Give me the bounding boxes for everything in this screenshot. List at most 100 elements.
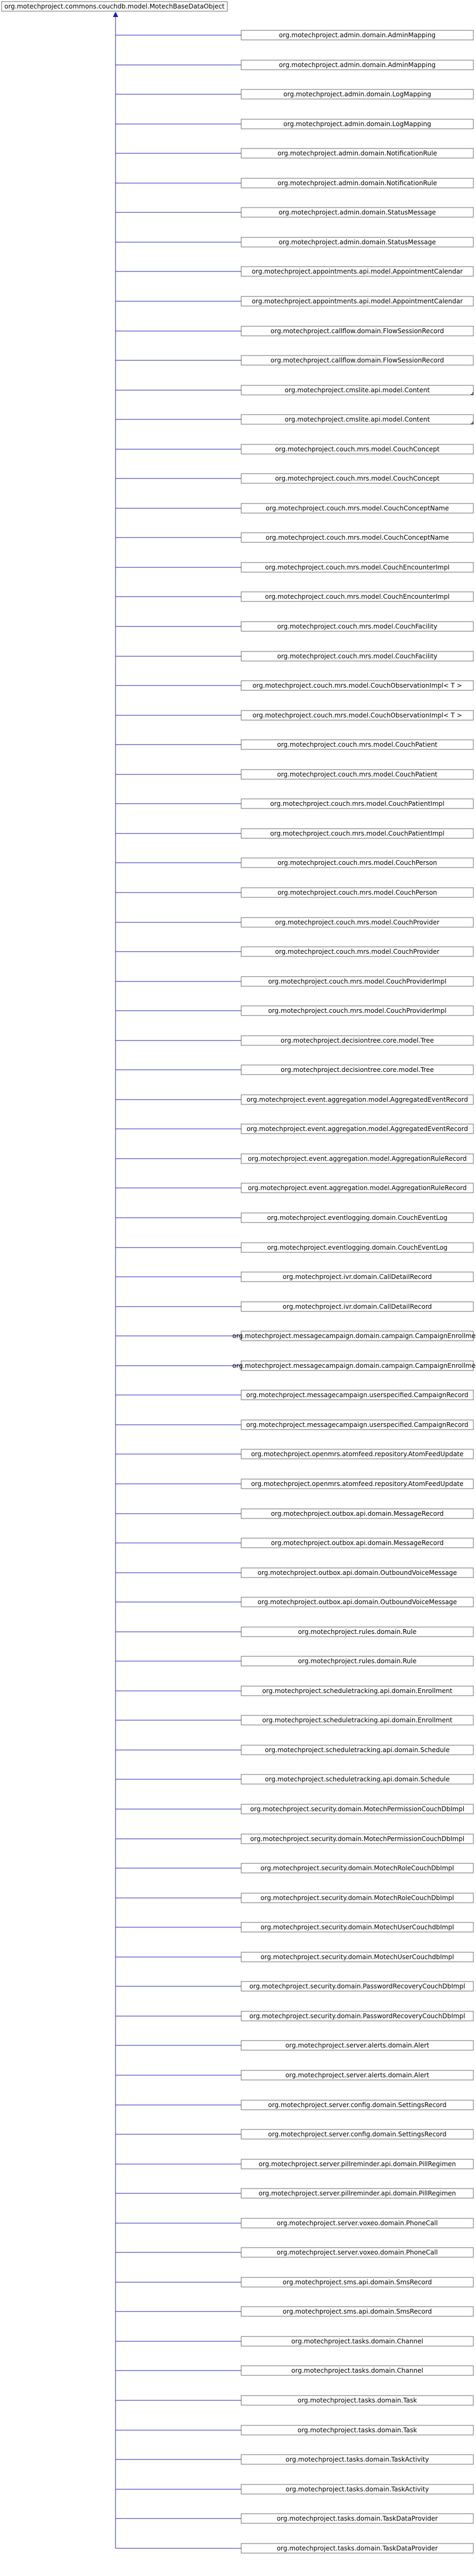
subclass-node[interactable]: org.motechproject.admin.domain.LogMappin… xyxy=(241,89,474,100)
subclass-node[interactable]: org.motechproject.admin.domain.StatusMes… xyxy=(241,207,474,218)
subclass-node[interactable]: org.motechproject.scheduletracking.api.d… xyxy=(241,1686,474,1696)
subclass-node[interactable]: org.motechproject.admin.domain.Notificat… xyxy=(241,178,474,188)
subclass-node[interactable]: org.motechproject.server.config.domain.S… xyxy=(241,2100,474,2110)
subclass-node[interactable]: org.motechproject.admin.domain.LogMappin… xyxy=(241,119,474,129)
subclass-node[interactable]: org.motechproject.outbox.api.domain.Mess… xyxy=(241,1538,474,1548)
subclass-node[interactable]: org.motechproject.appointments.api.model… xyxy=(241,266,474,277)
subclass-node[interactable]: org.motechproject.couch.mrs.model.CouchF… xyxy=(241,621,474,632)
subclass-node-box xyxy=(241,1479,474,1489)
subclass-node[interactable]: org.motechproject.tasks.domain.Task xyxy=(241,2425,474,2435)
subclass-node[interactable]: org.motechproject.eventlogging.domain.Co… xyxy=(241,1242,474,1253)
subclass-node[interactable]: org.motechproject.rules.domain.Rule xyxy=(241,1656,474,1666)
subclass-node[interactable]: org.motechproject.couch.mrs.model.CouchC… xyxy=(241,473,474,484)
subclass-node[interactable]: org.motechproject.server.config.domain.S… xyxy=(241,2129,474,2140)
subclass-node[interactable]: org.motechproject.security.domain.Motech… xyxy=(241,1834,474,1844)
subclass-node[interactable]: org.motechproject.event.aggregation.mode… xyxy=(241,1153,474,1164)
subclass-node[interactable]: org.motechproject.couch.mrs.model.CouchC… xyxy=(241,444,474,455)
subclass-node[interactable]: org.motechproject.security.domain.Motech… xyxy=(241,1952,474,1962)
subclass-node[interactable]: org.motechproject.tasks.domain.TaskActiv… xyxy=(241,2484,474,2495)
subclass-node[interactable]: org.motechproject.couch.mrs.model.CouchF… xyxy=(241,651,474,662)
subclass-node[interactable]: org.motechproject.couch.mrs.model.CouchP… xyxy=(241,917,474,928)
subclass-node[interactable]: org.motechproject.admin.domain.AdminMapp… xyxy=(241,60,474,70)
subclass-node-box xyxy=(241,119,474,129)
subclass-node[interactable]: org.motechproject.security.domain.Motech… xyxy=(241,1922,474,1933)
subclass-node[interactable]: org.motechproject.server.voxeo.domain.Ph… xyxy=(241,2218,474,2228)
subclass-label: org.motechproject.server.alerts.domain.A… xyxy=(285,2042,429,2049)
subclass-node-box xyxy=(241,1035,474,1046)
subclass-node[interactable]: org.motechproject.event.aggregation.mode… xyxy=(241,1183,474,1193)
subclass-node-box xyxy=(241,917,474,928)
subclass-node[interactable]: org.motechproject.appointments.api.model… xyxy=(241,296,474,307)
subclass-node[interactable]: org.motechproject.outbox.api.domain.Mess… xyxy=(241,1508,474,1519)
subclass-node[interactable]: org.motechproject.messagecampaign.usersp… xyxy=(241,1419,474,1430)
subclass-node[interactable]: org.motechproject.ivr.domain.CallDetailR… xyxy=(241,1301,474,1312)
subclass-node[interactable]: org.motechproject.admin.domain.Notificat… xyxy=(241,148,474,159)
subclass-node[interactable]: org.motechproject.server.pillreminder.ap… xyxy=(241,2188,474,2199)
subclass-node[interactable]: org.motechproject.couch.mrs.model.CouchP… xyxy=(241,887,474,898)
subclass-node[interactable]: org.motechproject.decisiontree.core.mode… xyxy=(241,1064,474,1075)
subclass-node[interactable]: org.motechproject.admin.domain.StatusMes… xyxy=(241,237,474,247)
subclass-node[interactable]: org.motechproject.server.alerts.domain.A… xyxy=(241,2040,474,2051)
root-class-node[interactable]: org.motechproject.commons.couchdb.model.… xyxy=(1,1,228,12)
subclass-node[interactable]: org.motechproject.couch.mrs.model.CouchE… xyxy=(241,562,474,573)
subclass-node[interactable]: org.motechproject.callflow.domain.FlowSe… xyxy=(241,355,474,366)
subclass-node[interactable]: org.motechproject.security.domain.Motech… xyxy=(241,1863,474,1873)
subclass-node[interactable]: org.motechproject.outbox.api.domain.Outb… xyxy=(241,1597,474,1607)
subclass-label: org.motechproject.couch.mrs.model.CouchP… xyxy=(277,889,437,896)
subclass-node[interactable]: org.motechproject.sms.api.domain.SmsReco… xyxy=(241,2306,474,2317)
subclass-node[interactable]: org.motechproject.couch.mrs.model.CouchC… xyxy=(241,503,474,514)
subclass-node[interactable]: org.motechproject.tasks.domain.Channel xyxy=(241,2336,474,2347)
subclass-node[interactable]: org.motechproject.outbox.api.domain.Outb… xyxy=(241,1567,474,1578)
subclass-node[interactable]: org.motechproject.couch.mrs.model.CouchO… xyxy=(241,710,474,721)
subclass-node[interactable]: org.motechproject.couch.mrs.model.CouchP… xyxy=(241,798,474,809)
subclass-node[interactable]: org.motechproject.server.pillreminder.ap… xyxy=(241,2159,474,2169)
subclass-node[interactable]: org.motechproject.server.alerts.domain.A… xyxy=(241,2070,474,2080)
subclass-node[interactable]: org.motechproject.couch.mrs.model.CouchP… xyxy=(241,769,474,780)
subclass-label: org.motechproject.event.aggregation.mode… xyxy=(248,1184,467,1192)
subclass-node[interactable]: org.motechproject.couch.mrs.model.CouchP… xyxy=(241,1005,474,1016)
subclass-node[interactable]: org.motechproject.security.domain.Motech… xyxy=(241,1893,474,1903)
subclass-node[interactable]: org.motechproject.openmrs.atomfeed.repos… xyxy=(241,1449,474,1459)
subclass-node[interactable]: org.motechproject.decisiontree.core.mode… xyxy=(241,1035,474,1046)
subclass-node[interactable]: org.motechproject.tasks.domain.TaskDataP… xyxy=(241,2543,474,2554)
subclass-label: org.motechproject.security.domain.Motech… xyxy=(260,1953,454,1961)
subclass-node[interactable]: org.motechproject.cmslite.api.model.Cont… xyxy=(241,385,474,395)
subclass-node[interactable]: org.motechproject.event.aggregation.mode… xyxy=(241,1094,474,1105)
subclass-node[interactable]: org.motechproject.admin.domain.AdminMapp… xyxy=(241,30,474,40)
subclass-label: org.motechproject.messagecampaign.usersp… xyxy=(246,1421,468,1429)
subclass-node[interactable]: org.motechproject.couch.mrs.model.CouchE… xyxy=(241,591,474,602)
subclass-node[interactable]: org.motechproject.couch.mrs.model.CouchP… xyxy=(241,828,474,839)
subclass-node[interactable]: org.motechproject.messagecampaign.domain… xyxy=(232,1360,476,1371)
subclass-node[interactable]: org.motechproject.couch.mrs.model.CouchP… xyxy=(241,857,474,868)
subclass-node[interactable]: org.motechproject.couch.mrs.model.CouchP… xyxy=(241,976,474,987)
subclass-node[interactable]: org.motechproject.tasks.domain.Task xyxy=(241,2395,474,2406)
subclass-node[interactable]: org.motechproject.messagecampaign.domain… xyxy=(232,1331,476,1341)
subclass-node[interactable]: org.motechproject.ivr.domain.CallDetailR… xyxy=(241,1272,474,1282)
subclass-node[interactable]: org.motechproject.tasks.domain.TaskActiv… xyxy=(241,2454,474,2465)
subclass-node[interactable]: org.motechproject.server.voxeo.domain.Ph… xyxy=(241,2247,474,2258)
subclass-node[interactable]: org.motechproject.couch.mrs.model.CouchO… xyxy=(241,680,474,691)
subclass-node[interactable]: org.motechproject.sms.api.domain.SmsReco… xyxy=(241,2277,474,2288)
subclass-node[interactable]: org.motechproject.couch.mrs.model.CouchC… xyxy=(241,532,474,543)
subclass-node[interactable]: org.motechproject.openmrs.atomfeed.repos… xyxy=(241,1479,474,1489)
subclass-node[interactable]: org.motechproject.callflow.domain.FlowSe… xyxy=(241,326,474,336)
subclass-node[interactable]: org.motechproject.security.domain.Passwo… xyxy=(241,1981,474,1992)
subclass-node[interactable]: org.motechproject.security.domain.Passwo… xyxy=(241,2011,474,2021)
subclass-node[interactable]: org.motechproject.cmslite.api.model.Cont… xyxy=(241,414,474,425)
subclass-node[interactable]: org.motechproject.scheduletracking.api.d… xyxy=(241,1715,474,1725)
subclass-label: org.motechproject.callflow.domain.FlowSe… xyxy=(270,357,444,364)
subclass-node-box xyxy=(241,1183,474,1193)
subclass-node[interactable]: org.motechproject.scheduletracking.api.d… xyxy=(241,1774,474,1785)
subclass-node[interactable]: org.motechproject.couch.mrs.model.CouchP… xyxy=(241,739,474,750)
subclass-node[interactable]: org.motechproject.rules.domain.Rule xyxy=(241,1626,474,1637)
subclass-node[interactable]: org.motechproject.event.aggregation.mode… xyxy=(241,1124,474,1134)
subclass-node[interactable]: org.motechproject.eventlogging.domain.Co… xyxy=(241,1212,474,1223)
subclass-node[interactable]: org.motechproject.tasks.domain.TaskDataP… xyxy=(241,2513,474,2524)
subclass-node[interactable]: org.motechproject.security.domain.Motech… xyxy=(241,1804,474,1814)
subclass-node[interactable]: org.motechproject.scheduletracking.api.d… xyxy=(241,1745,474,1755)
subclass-node[interactable]: org.motechproject.tasks.domain.Channel xyxy=(241,2365,474,2376)
subclass-node[interactable]: org.motechproject.couch.mrs.model.CouchP… xyxy=(241,946,474,957)
subclass-label: org.motechproject.couch.mrs.model.CouchP… xyxy=(277,771,437,778)
subclass-node[interactable]: org.motechproject.messagecampaign.usersp… xyxy=(241,1390,474,1400)
subclass-label: org.motechproject.couch.mrs.model.CouchP… xyxy=(270,800,444,807)
